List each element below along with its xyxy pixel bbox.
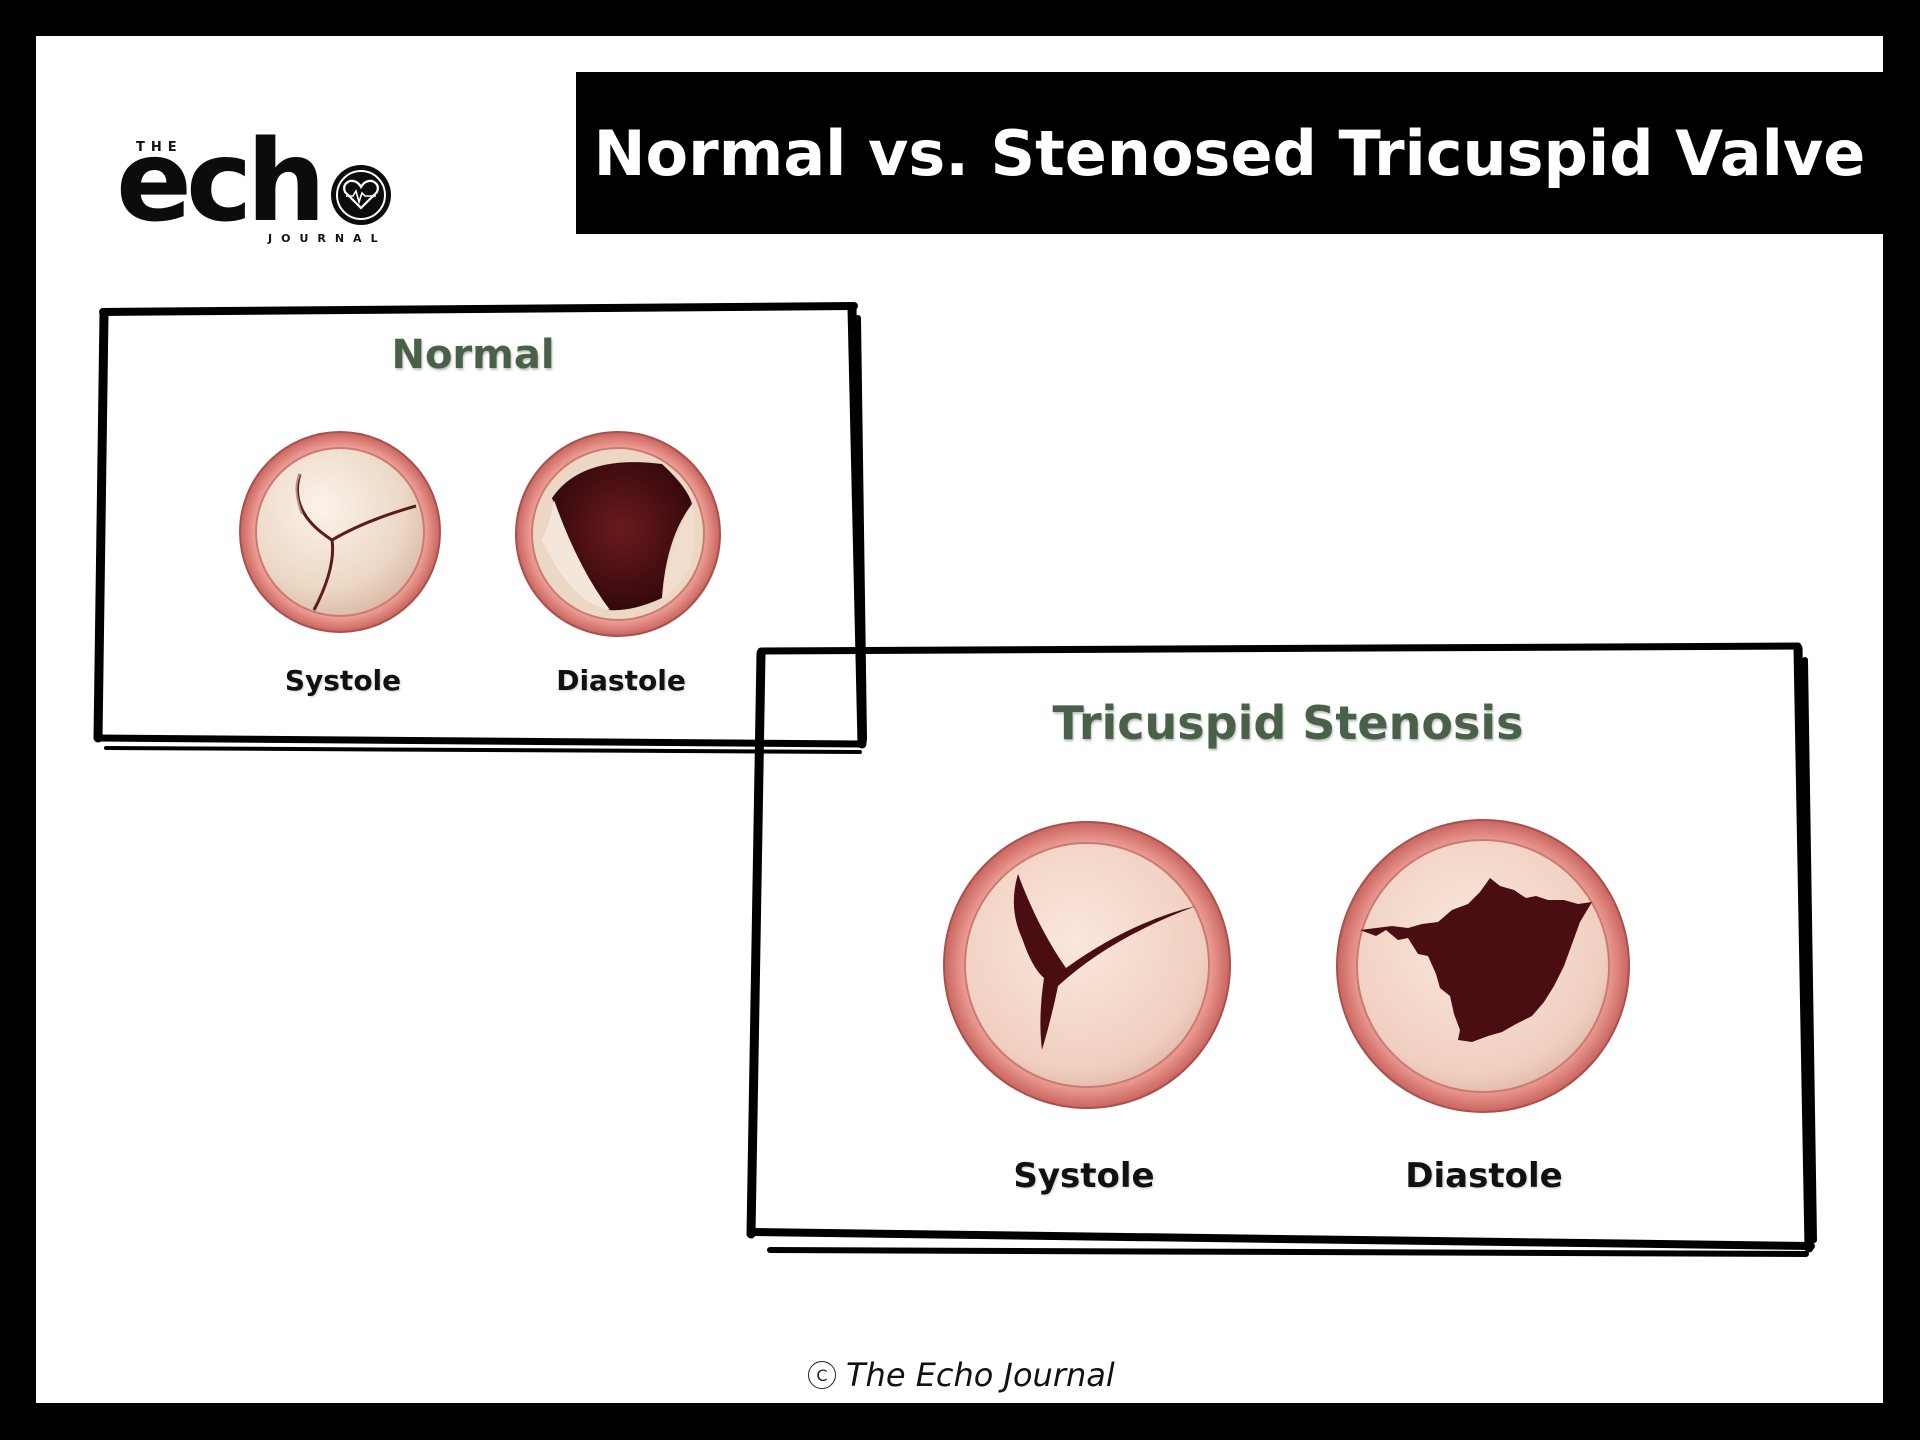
heart-ecg-icon <box>331 165 391 225</box>
credit-text: The Echo Journal <box>846 1356 1115 1394</box>
credit: C The Echo Journal <box>808 1356 1115 1394</box>
normal-diastole-valve <box>515 431 721 637</box>
normal-diastole-label: Diastole <box>556 664 686 697</box>
normal-heading: Normal <box>391 332 555 378</box>
logo-journal: JOURNAL <box>268 232 387 245</box>
frames-layer <box>93 302 1817 1257</box>
normal-systole-label: Systole <box>284 664 402 697</box>
normal-systole-valve <box>239 431 441 633</box>
stenosis-systole-label: Systole <box>1013 1156 1155 1196</box>
stenosis-diastole-label: Diastole <box>1405 1156 1563 1196</box>
stenosis-frame <box>746 642 1817 1257</box>
stenosis-heading: Tricuspid Stenosis <box>1052 696 1524 750</box>
copyright-icon: C <box>808 1361 836 1389</box>
logo-echo: ech <box>116 117 326 247</box>
echo-journal-logo: THE ech JOURNAL <box>80 76 391 247</box>
page-title: Normal vs. Stenosed Tricuspid Valve <box>593 116 1866 190</box>
normal-frame <box>93 302 867 754</box>
canvas: THE ech JOURNAL Normal vs. Stenosed Tric… <box>36 36 1883 1403</box>
stenosis-systole-valve <box>943 821 1231 1109</box>
stenosis-diastole-valve <box>1336 819 1630 1113</box>
title-bar: Normal vs. Stenosed Tricuspid Valve <box>576 72 1883 234</box>
logo-the: THE <box>136 140 183 155</box>
